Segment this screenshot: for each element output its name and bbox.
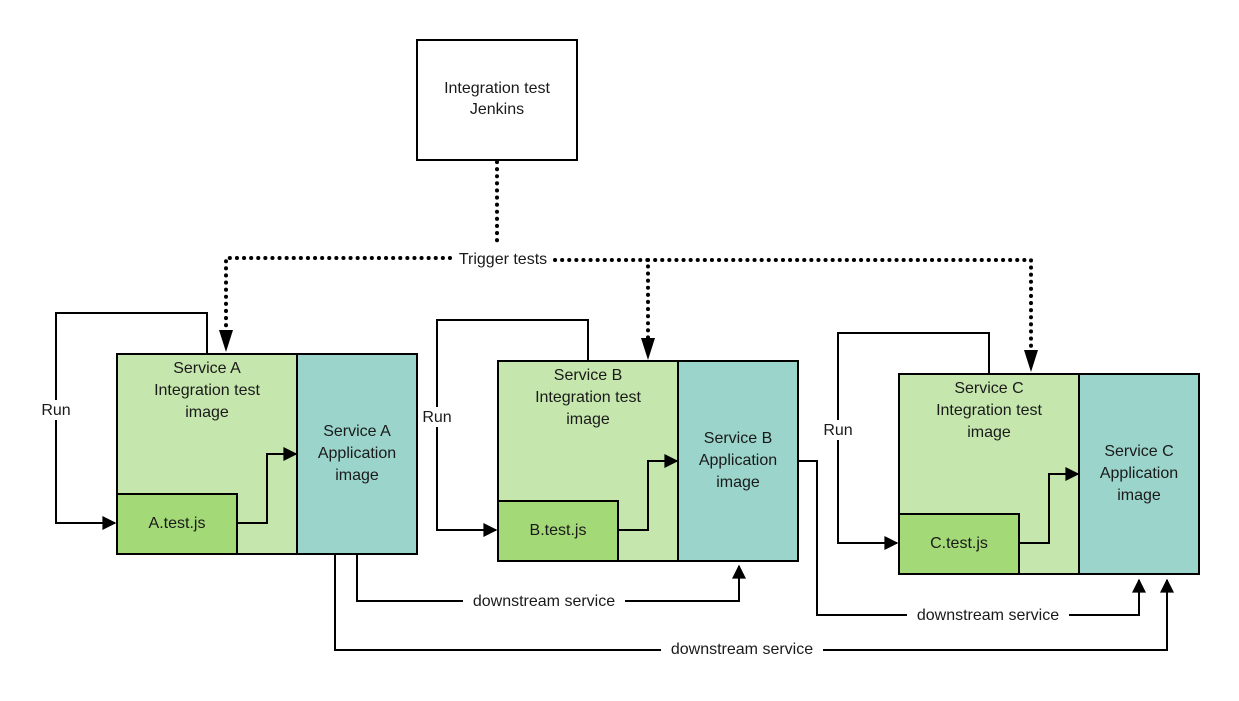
jenkins-label-line1: Integration test bbox=[444, 80, 550, 97]
service-a-test-image-label: Service A bbox=[173, 360, 241, 377]
service-a-test-file bbox=[116, 493, 238, 555]
trigger-to-b bbox=[553, 258, 650, 340]
service-c-test-image-label: Service C bbox=[954, 380, 1023, 397]
service-b-test-file-label: B.test.js bbox=[530, 522, 587, 539]
service-c-test-file-label: C.test.js bbox=[930, 535, 988, 552]
downstream-label-a-b: downstream service bbox=[473, 593, 615, 610]
run-label-b: Run bbox=[422, 409, 451, 426]
service-c-app-image bbox=[1078, 373, 1200, 575]
trigger-to-a bbox=[224, 256, 452, 332]
jenkins-box: Integration test Jenkins bbox=[416, 39, 578, 161]
service-b-test-image-label: Integration test bbox=[535, 389, 641, 406]
service-b-app-image-label: image bbox=[716, 474, 760, 491]
service-a-test-image-label: image bbox=[185, 404, 229, 421]
service-a-app-image-label: Application bbox=[318, 445, 396, 462]
service-a-app-image-label: Service A bbox=[323, 423, 391, 440]
service-a-test-file-label: A.test.js bbox=[149, 515, 206, 532]
trigger-arrow-b bbox=[641, 338, 655, 360]
downstream-label-b-c: downstream service bbox=[917, 607, 1059, 624]
service-c-test-image-label: Integration test bbox=[936, 402, 1042, 419]
service-c-app-image-label: image bbox=[1117, 487, 1161, 504]
service-b-test-image-label: image bbox=[566, 411, 610, 428]
test-to-app-arrow-a bbox=[237, 447, 298, 524]
downstream-labels: downstream service downstream service do… bbox=[463, 591, 1069, 658]
service-b-app-image bbox=[677, 360, 799, 562]
service-a-app-image-label: image bbox=[335, 467, 379, 484]
service-b-app-image-label: Service B bbox=[704, 430, 772, 447]
jenkins-label-line2: Jenkins bbox=[470, 101, 524, 118]
trigger-connectors bbox=[224, 160, 1033, 352]
downstream-label-a-c: downstream service bbox=[671, 641, 813, 658]
service-c-test-image-label: image bbox=[967, 424, 1011, 441]
service-c-app-image-label: Service C bbox=[1104, 443, 1173, 460]
test-to-app-arrow-c bbox=[1019, 467, 1080, 544]
run-label-c: Run bbox=[823, 422, 852, 439]
trigger-arrow-c bbox=[1024, 350, 1038, 372]
downstream-b-to-c bbox=[799, 460, 1146, 616]
trigger-arrowheads bbox=[219, 330, 1038, 372]
run-arrow-b bbox=[436, 319, 589, 537]
test-to-app-arrow-b bbox=[618, 454, 679, 531]
service-c-app-image-label: Application bbox=[1100, 465, 1178, 482]
trigger-arrow-a bbox=[219, 330, 233, 352]
run-label-a: Run bbox=[41, 402, 70, 419]
trigger-tests-label: Trigger tests bbox=[459, 251, 547, 268]
run-arrow-a bbox=[55, 312, 208, 530]
service-b-app-image-label: Application bbox=[699, 452, 777, 469]
service-b-test-file bbox=[497, 500, 619, 562]
run-arrow-c bbox=[837, 332, 990, 550]
service-a-test-image-label: Integration test bbox=[154, 382, 260, 399]
trigger-to-c bbox=[646, 258, 1033, 352]
service-b-test-image-label: Service B bbox=[554, 367, 622, 384]
service-a-app-image bbox=[296, 353, 418, 555]
